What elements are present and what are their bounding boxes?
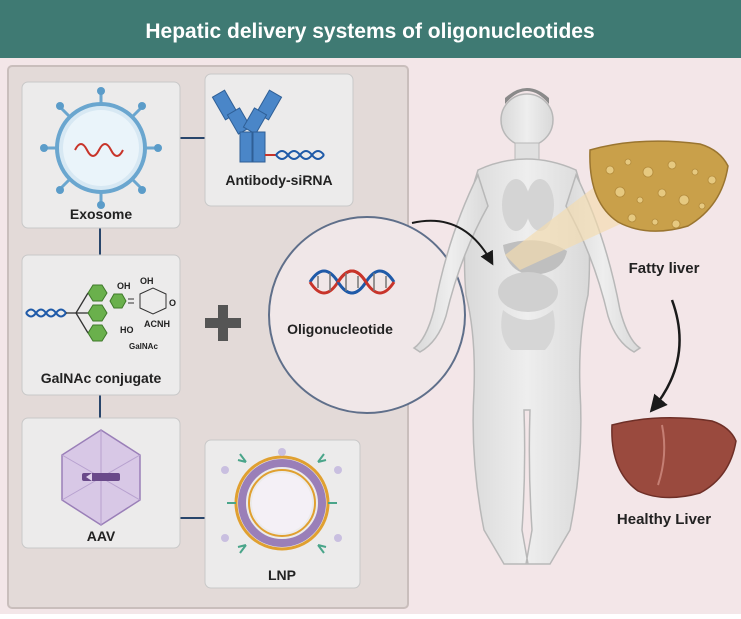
galnac-oh-1: OH [140,276,154,286]
healthy-liver-label: Healthy Liver [617,511,711,528]
lnp-icon [221,448,342,554]
galnac-helix-icon [25,308,67,318]
aav-capsid-icon [61,429,141,526]
antibody-sirna-card: Antibody-siRNA [204,73,354,207]
exosome-card: Exosome [21,81,181,229]
exosome-icon [40,87,162,209]
galnac-conjugate-label: GalNAc conjugate [41,370,162,386]
delivery-arrow [411,219,494,266]
galnac-o: O [169,298,176,308]
aav-label: AAV [87,528,116,544]
trivalent-linker [66,292,89,334]
lnp-label: LNP [268,567,296,583]
galnac-name: GalNAc [129,342,158,351]
oligonucleotide-label: Oligonucleotide [287,321,393,337]
galnac-hexagons [87,284,127,342]
galnac-card: OH OH HO ACNH O GalNAc GalNAc conjugate [21,254,181,396]
figure-title: Hepatic delivery systems of oligonucleot… [145,20,594,43]
aav-card: AAV [21,417,181,549]
oligonucleotide-circle [268,216,466,414]
oligonucleotide-group: Oligonucleotide [268,216,466,414]
plus-sign [205,305,241,341]
antibody-sirna-box [204,73,354,207]
recovery-arrow [649,299,681,413]
healthy-liver-icon [611,417,737,499]
sirna-helix-icon [275,150,325,160]
lnp-card: LNP [204,439,361,589]
galnac-acnh: ACNH [144,319,170,329]
antibody-icon [211,89,283,163]
antibody-sirna-label: Antibody-siRNA [225,172,332,188]
fatty-liver-icon [589,140,729,232]
exosome-label: Exosome [70,206,132,222]
title-banner [0,0,741,58]
galnac-oh-2: OH [117,281,131,291]
connector-lines [99,137,205,519]
fatty-liver-label: Fatty liver [629,260,700,277]
galnac-ho: HO [120,325,134,335]
galnac-structure-icon [128,287,167,315]
dna-helix-icon [308,269,396,295]
